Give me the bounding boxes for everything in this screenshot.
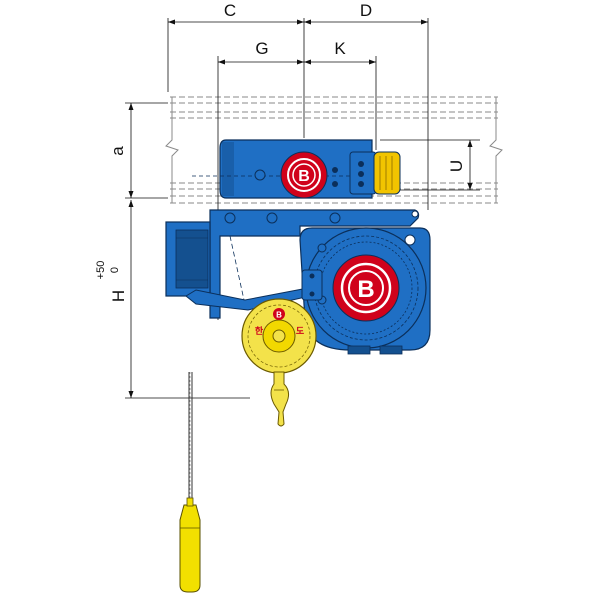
dim-label-h-tol-upper: +50: [95, 261, 107, 280]
load-block-logo-letter: B: [276, 311, 282, 320]
dim-label-d: D: [360, 1, 372, 20]
bolt-icon: [254, 169, 266, 181]
dim-label-g: G: [255, 39, 268, 58]
pendant-cable: [188, 372, 193, 500]
dim-label-c: C: [224, 1, 236, 20]
dim-label-u: U: [447, 160, 466, 172]
bolt-icon: [266, 212, 278, 224]
brand-logo-large: B: [332, 254, 400, 322]
logo-letter-large: B: [357, 276, 374, 303]
bolt-icon: [329, 212, 341, 224]
bolt-icon: [224, 212, 236, 224]
side-frame: [209, 209, 420, 319]
pendant-control: [179, 497, 201, 593]
load-block-label-left: 한: [255, 325, 264, 337]
dim-label-h: H: [109, 290, 128, 302]
hook: [270, 371, 290, 427]
dimension-arrowheads: [128, 19, 473, 398]
logo-letter-small: B: [298, 168, 310, 185]
hoist-motor-end: [165, 221, 211, 297]
load-block-label-right: 도: [296, 326, 305, 337]
dim-label-h-tol-lower: 0: [109, 267, 121, 273]
bolt-icon: [411, 210, 419, 218]
load-block: B 한 도: [241, 298, 317, 374]
dim-label-a: a: [108, 146, 127, 156]
bolt-icon: [317, 243, 327, 253]
travel-motor: [373, 151, 401, 195]
brand-logo-small: B: [280, 151, 328, 199]
bolt-icon: [404, 234, 416, 246]
dim-label-k: K: [334, 39, 346, 58]
